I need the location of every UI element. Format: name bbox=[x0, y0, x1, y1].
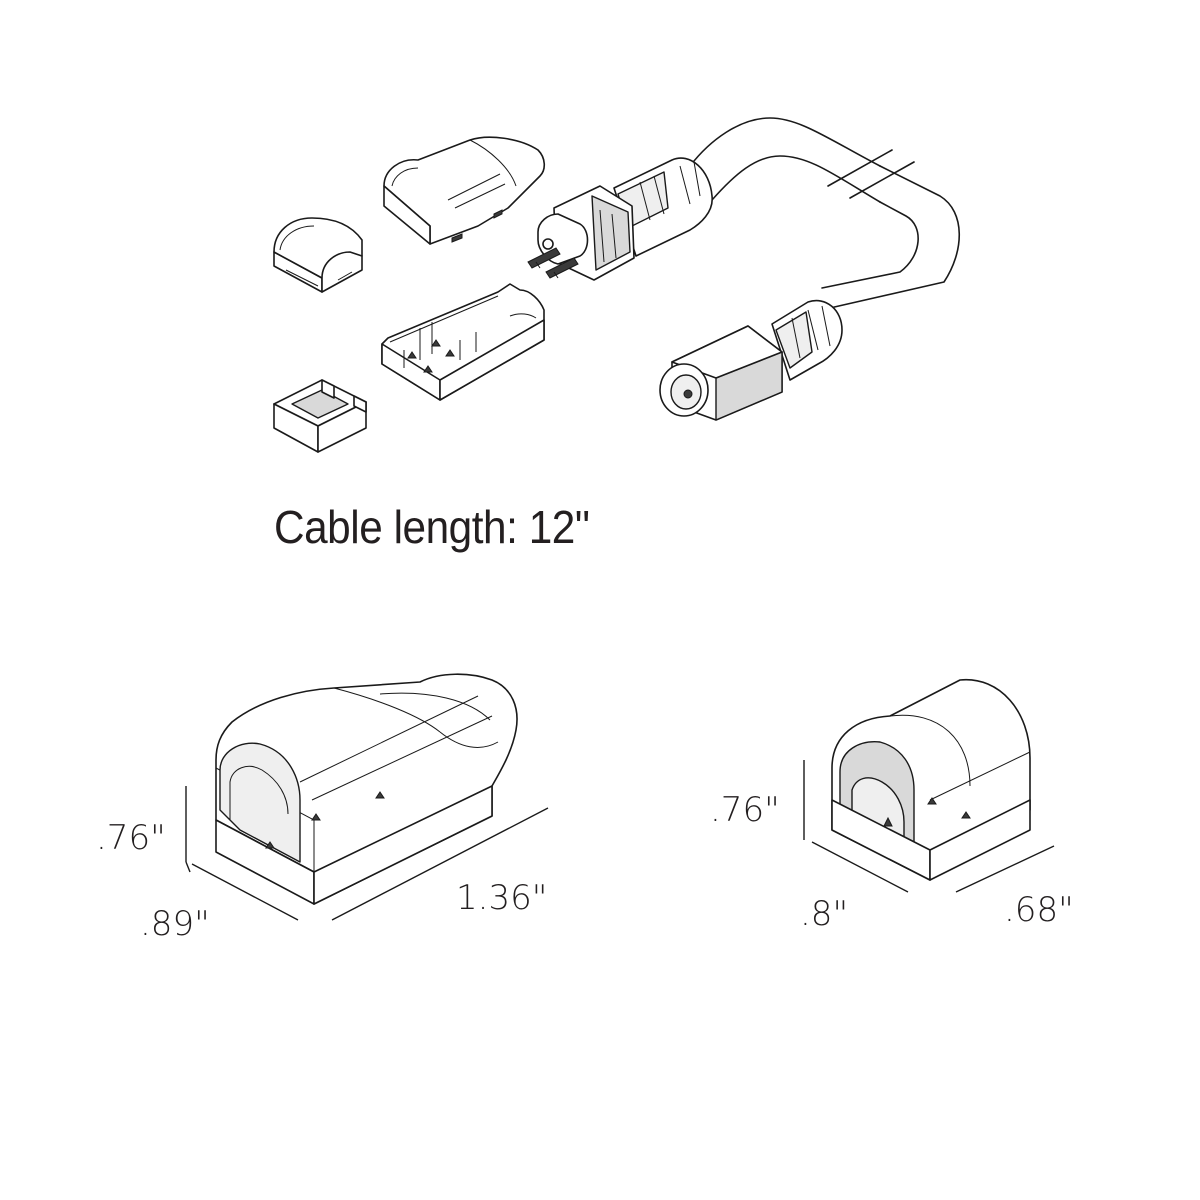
large-cap-length-label: 1.36" bbox=[456, 878, 548, 918]
cable-assembly bbox=[527, 117, 960, 421]
cable-length-caption: Cable length: 12" bbox=[274, 501, 590, 553]
small-cap-height-label: .76" bbox=[710, 790, 780, 830]
base-tray-part bbox=[381, 283, 545, 401]
u-bracket-part bbox=[273, 379, 367, 453]
large-cap-height-label: .76" bbox=[96, 818, 166, 858]
small-cap-depth-label: .68" bbox=[1004, 890, 1074, 930]
dome-cap-part bbox=[273, 217, 363, 293]
boot-cover-part bbox=[383, 136, 546, 245]
small-cap-width-label: .8" bbox=[800, 894, 849, 934]
large-cap-width-label: .89" bbox=[140, 904, 210, 944]
dimension-lines bbox=[185, 760, 1055, 921]
end-cap-small-drawing bbox=[831, 679, 1031, 881]
end-cap-large-drawing bbox=[215, 673, 518, 905]
